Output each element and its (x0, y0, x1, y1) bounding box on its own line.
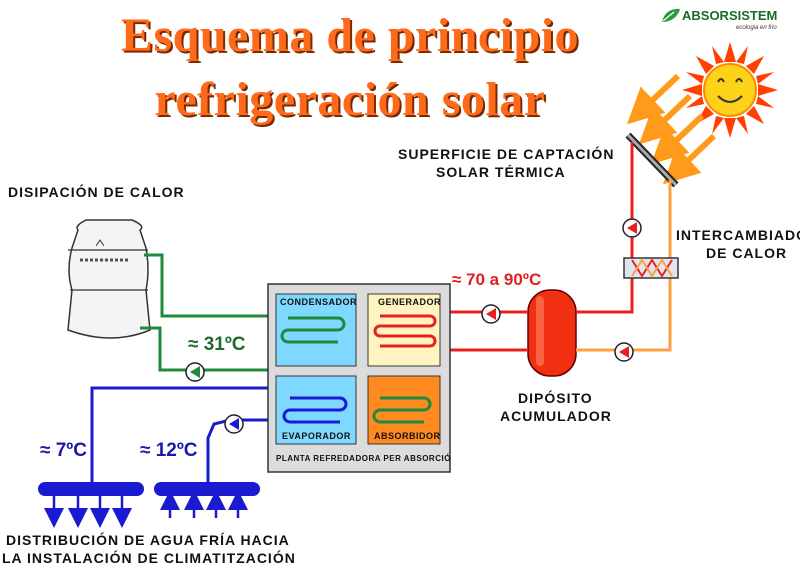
heat-exchanger (623, 257, 679, 279)
leaf-logo-icon (662, 8, 680, 22)
pump-icon (185, 362, 205, 382)
cooling-tower-icon (67, 219, 151, 339)
title-line-1: Esquema de principio (120, 9, 580, 62)
logo-tagline: ecologia en frio (736, 25, 777, 31)
pump-icon (481, 304, 501, 324)
absorber-label: ABSORBIDOR (374, 431, 441, 441)
manifold-supply (38, 482, 144, 528)
tank-label-1: DIPÓSITO (518, 390, 593, 406)
plant-label: PLANTA REFREDADORA PER ABSORCIÓ (276, 454, 451, 463)
chilled-water-pipes (90, 386, 282, 482)
pump-icon (622, 218, 642, 238)
manifold-return (154, 482, 260, 518)
heat-exchanger-label-2: DE CALOR (706, 245, 788, 261)
solar-collector (625, 132, 679, 188)
pump-icon (614, 342, 634, 362)
collector-label-2: SOLAR TÉRMICA (436, 164, 566, 180)
title-line-2: refrigeración solar (154, 73, 546, 126)
temp-cold-supply: ≈ 7ºC (40, 440, 87, 461)
heat-dissipation-label: DISIPACIÓN DE CALOR (8, 184, 185, 200)
condenser-label: CONDENSADOR (280, 297, 358, 307)
temp-cold-return: ≈ 12ºC (140, 440, 198, 461)
evaporator-label: EVAPORADOR (282, 431, 351, 441)
temp-cooling: ≈ 31ºC (188, 334, 246, 355)
absorption-plant (267, 283, 451, 473)
distribution-label-1: DISTRIBUCIÓN DE AGUA FRÍA HACIA (6, 532, 290, 548)
tank-label-2: ACUMULADOR (500, 408, 612, 424)
logo-name: ABSORSISTEM (682, 8, 778, 23)
pump-icon (224, 414, 244, 434)
sun-icon (682, 42, 778, 138)
temp-hot: ≈ 70 a 90ºC (452, 270, 542, 289)
collector-label-1: SUPERFICIE DE CAPTACIÓN (398, 146, 615, 162)
heat-exchanger-label-1: INTERCAMBIADOR (676, 227, 800, 243)
sun-rays (626, 73, 717, 185)
distribution-label-2: LA INSTALACIÓN DE CLIMATITZACIÓN (2, 550, 296, 566)
storage-tank (527, 289, 577, 377)
generator-label: GENERADOR (378, 297, 442, 307)
